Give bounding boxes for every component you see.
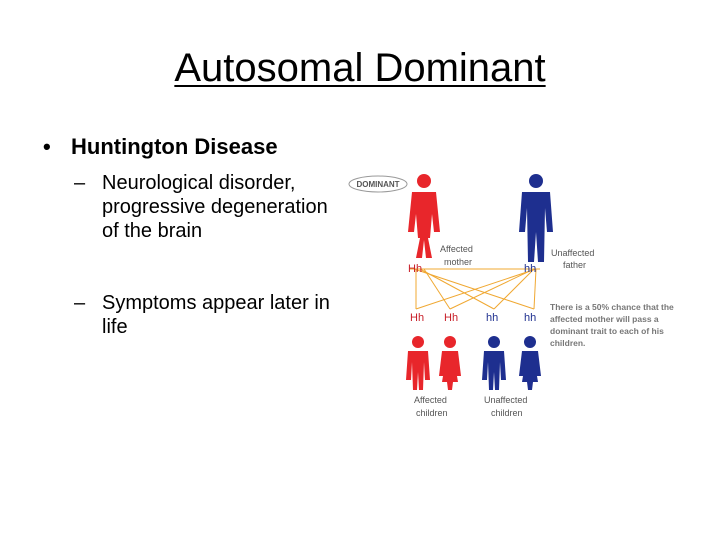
children-genotypes: Hh Hh hh hh [410, 312, 536, 324]
father-figure-icon [519, 174, 553, 262]
unaffected-son-icon [482, 336, 506, 390]
inheritance-lines [410, 268, 540, 310]
father-genotype: hh [524, 263, 536, 275]
sub-bullet-symptoms: – Symptoms appear later in life [74, 291, 344, 339]
svg-text:hh: hh [524, 312, 536, 324]
bullet-huntington: • Huntington Disease [43, 133, 278, 161]
sub-bullet-text: Symptoms appear later in life [102, 292, 330, 338]
dominant-badge: DOMINANT [348, 175, 408, 193]
mother-figure-icon [408, 174, 440, 258]
sub-bullet-text: Neurological disorder, progressive degen… [102, 172, 328, 242]
svg-text:Hh: Hh [410, 312, 424, 324]
mother-label: Affected mother [440, 244, 475, 267]
affected-children-label: Affected children [414, 395, 449, 418]
unaffected-children-label: Unaffected children [484, 395, 530, 418]
sub-bullet-marker: – [74, 292, 86, 314]
slide-title: Autosomal Dominant [174, 46, 546, 90]
sub-bullet-neurological: – Neurological disorder, progressive deg… [74, 171, 344, 243]
affected-son-icon [406, 336, 430, 390]
svg-text:hh: hh [486, 312, 498, 324]
bullet-text: Huntington Disease [71, 134, 278, 159]
bullet-marker: • [43, 134, 51, 159]
unaffected-daughter-icon [519, 336, 541, 390]
affected-daughter-icon [439, 336, 461, 390]
badge-text: DOMINANT [356, 180, 399, 189]
inheritance-diagram: DOMINANT Hh hh Affected mother Unaffecte… [348, 174, 676, 418]
mother-genotype: Hh [408, 263, 422, 275]
probability-note: There is a 50% chance that the affected … [550, 302, 676, 348]
svg-text:Hh: Hh [444, 312, 458, 324]
sub-bullet-marker: – [74, 172, 86, 194]
father-label: Unaffected father [551, 248, 597, 270]
